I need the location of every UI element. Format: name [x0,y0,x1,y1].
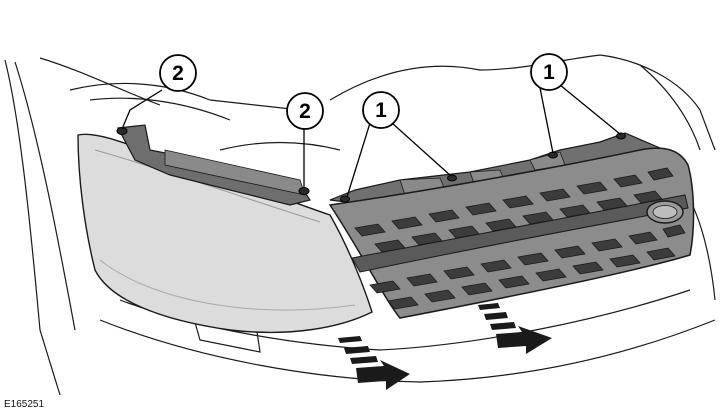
callout-2-center: 2 [286,92,324,130]
grille-clip-1 [340,195,350,203]
leader-lines [121,84,621,198]
svg-text:1: 1 [375,99,387,122]
removal-arrow-left [338,336,410,390]
headlamp-bracket [117,124,311,206]
grille-clip-2 [447,174,457,182]
svg-text:2: 2 [172,62,184,85]
callout-1-center: 1 [362,91,400,129]
removal-arrow-right [478,303,552,354]
grille-clip-4 [616,132,626,140]
vehicle-body [4,54,716,396]
svg-text:1: 1 [543,61,555,84]
radiator-grille [328,132,695,319]
fixing-bolt-center-left [298,187,310,195]
callout-2-left: 2 [159,54,197,92]
figure-id-label: E165251 [4,399,45,410]
callout-1-right: 1 [530,53,568,91]
svg-text:2: 2 [299,100,311,123]
